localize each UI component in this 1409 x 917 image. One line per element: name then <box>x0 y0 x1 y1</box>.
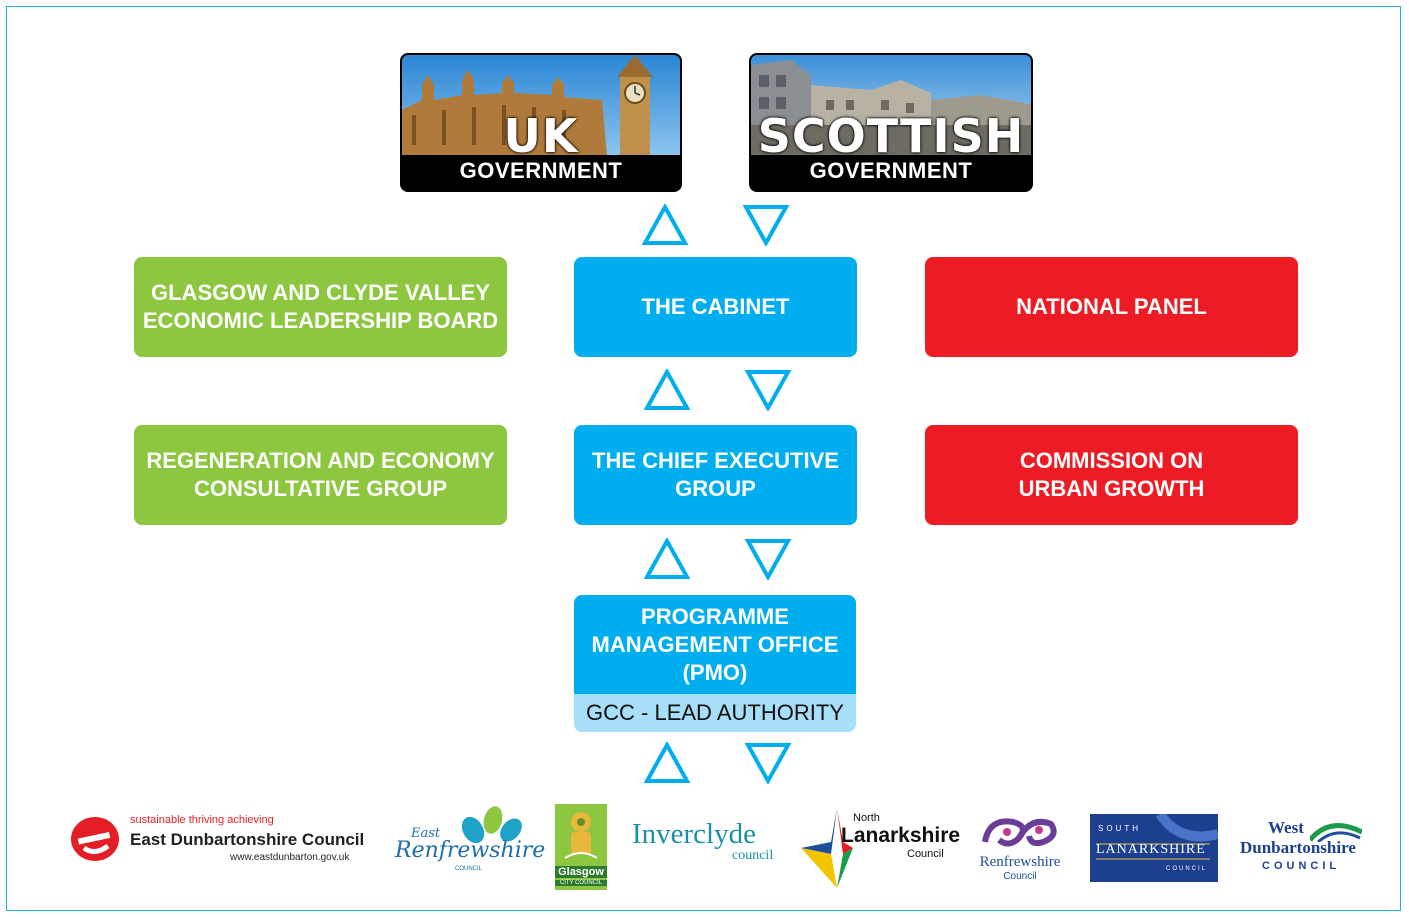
east-renfrewshire-line-2: Renfrewshire <box>395 838 546 863</box>
cabinet-label: THE CABINET <box>641 294 790 319</box>
pmo-line-1: PROGRAMME <box>641 604 789 629</box>
west-dunbartonshire-logo: West Dunbartonshire COUNCIL <box>1240 818 1365 878</box>
chief-executive-line-1: THE CHIEF EXECUTIVE <box>592 448 839 473</box>
glasgow-crest-icon <box>564 812 598 859</box>
glasgow-logo: Glasgow CITY COUNCIL <box>555 804 607 890</box>
south-lanarkshire-logo: SOUTH LANARKSHIRE COUNCIL <box>1090 814 1218 882</box>
up-arrow <box>642 204 688 245</box>
parliament-photo <box>402 55 680 155</box>
up-arrow <box>644 369 690 410</box>
pmo-line-3: (PMO) <box>682 660 748 685</box>
south-lanarkshire-line-1: SOUTH <box>1098 824 1141 833</box>
holyrood-photo <box>751 55 1031 155</box>
west-dunbartonshire-line-3: COUNCIL <box>1262 860 1341 872</box>
east-renfrewshire-line-3: COUNCIL <box>455 866 483 872</box>
inverclyde-logo: Inverclyde council <box>632 818 774 868</box>
down-arrow <box>745 370 791 411</box>
down-arrow <box>745 743 791 784</box>
uk-government-banner: UK GOVERNMENT <box>400 53 682 192</box>
scottish-subtitle: GOVERNMENT <box>809 158 973 183</box>
up-arrow <box>644 538 690 579</box>
glasgow-line-2: CITY COUNCIL <box>555 880 607 886</box>
commission-box: COMMISSION ON URBAN GROWTH <box>925 425 1298 525</box>
south-lanarkshire-line-2: LANARKSHIRE <box>1096 842 1206 857</box>
leadership-board-line-2: ECONOMIC LEADERSHIP BOARD <box>142 308 499 333</box>
national-panel-label: NATIONAL PANEL <box>1016 294 1207 319</box>
uk-subtitle: GOVERNMENT <box>459 158 623 183</box>
west-dunbartonshire-hills-icon <box>1310 823 1362 842</box>
east-renfrewshire-line-1: East <box>411 826 441 841</box>
west-dunbartonshire-line-2: Dunbartonshire <box>1240 838 1356 857</box>
east-dunbartonshire-tagline: sustainable thriving achieving <box>130 814 274 826</box>
national-panel-box: NATIONAL PANEL <box>925 257 1298 357</box>
east-renfrewshire-logo: East Renfrewshire COUNCIL <box>395 806 545 876</box>
north-lanarkshire-logo: North Lanarkshire Council <box>797 808 961 888</box>
scottish-title: SCOTTISH <box>757 109 1025 163</box>
renfrewshire-line-1: Renfrewshire <box>979 854 1061 870</box>
chief-executive-line-2: GROUP <box>675 476 756 501</box>
east-dunbartonshire-name: East Dunbartonshire Council <box>130 830 365 849</box>
glasgow-line-1: Glasgow <box>555 866 607 878</box>
south-lanarkshire-wave-icon <box>1096 814 1218 860</box>
cabinet-box: THE CABINET <box>574 257 857 357</box>
up-arrow <box>644 742 690 783</box>
pmo-line-2: MANAGEMENT OFFICE <box>591 632 839 657</box>
chief-executive-box: THE CHIEF EXECUTIVE GROUP <box>574 425 857 525</box>
consultative-group-line-1: REGENERATION AND ECONOMY <box>146 448 495 473</box>
uk-title: UK <box>503 109 579 163</box>
north-lanarkshire-line-1: North <box>853 812 880 824</box>
inverclyde-line-1: Inverclyde <box>632 818 756 850</box>
west-dunbartonshire-line-1: West <box>1268 818 1304 837</box>
down-arrow <box>743 205 789 246</box>
consultative-group-line-2: CONSULTATIVE GROUP <box>194 476 447 501</box>
south-lanarkshire-line-3: COUNCIL <box>1166 866 1208 872</box>
east-dunbartonshire-logo: sustainable thriving achieving East Dunb… <box>70 812 375 868</box>
renfrewshire-line-2: Council <box>1003 871 1037 882</box>
consultative-group-box: REGENERATION AND ECONOMY CONSULTATIVE GR… <box>134 425 507 525</box>
north-lanarkshire-line-3: Council <box>907 848 944 860</box>
east-dunbartonshire-url: www.eastdunbarton.gov.uk <box>230 852 350 863</box>
commission-line-2: URBAN GROWTH <box>1018 476 1205 501</box>
pmo-box: PROGRAMME MANAGEMENT OFFICE (PMO) <box>574 595 856 695</box>
renfrewshire-swirl-icon <box>982 818 1057 847</box>
lead-authority-label: GCC - LEAD AUTHORITY <box>574 694 856 732</box>
down-arrow <box>745 539 791 580</box>
north-lanarkshire-star-icon <box>801 808 853 888</box>
inverclyde-line-2: council <box>732 848 774 863</box>
east-dunbartonshire-emblem-icon <box>71 817 119 861</box>
east-renfrewshire-leaf-icon <box>461 806 522 844</box>
renfrewshire-logo: Renfrewshire Council <box>965 812 1075 884</box>
leadership-board-box: GLASGOW AND CLYDE VALLEY ECONOMIC LEADER… <box>134 257 507 357</box>
commission-line-1: COMMISSION ON <box>1019 448 1204 473</box>
diagram-frame <box>6 6 1401 911</box>
scottish-government-banner: SCOTTISH GOVERNMENT <box>749 53 1033 192</box>
leadership-board-line-1: GLASGOW AND CLYDE VALLEY <box>151 280 490 305</box>
north-lanarkshire-line-2: Lanarkshire <box>841 824 961 847</box>
